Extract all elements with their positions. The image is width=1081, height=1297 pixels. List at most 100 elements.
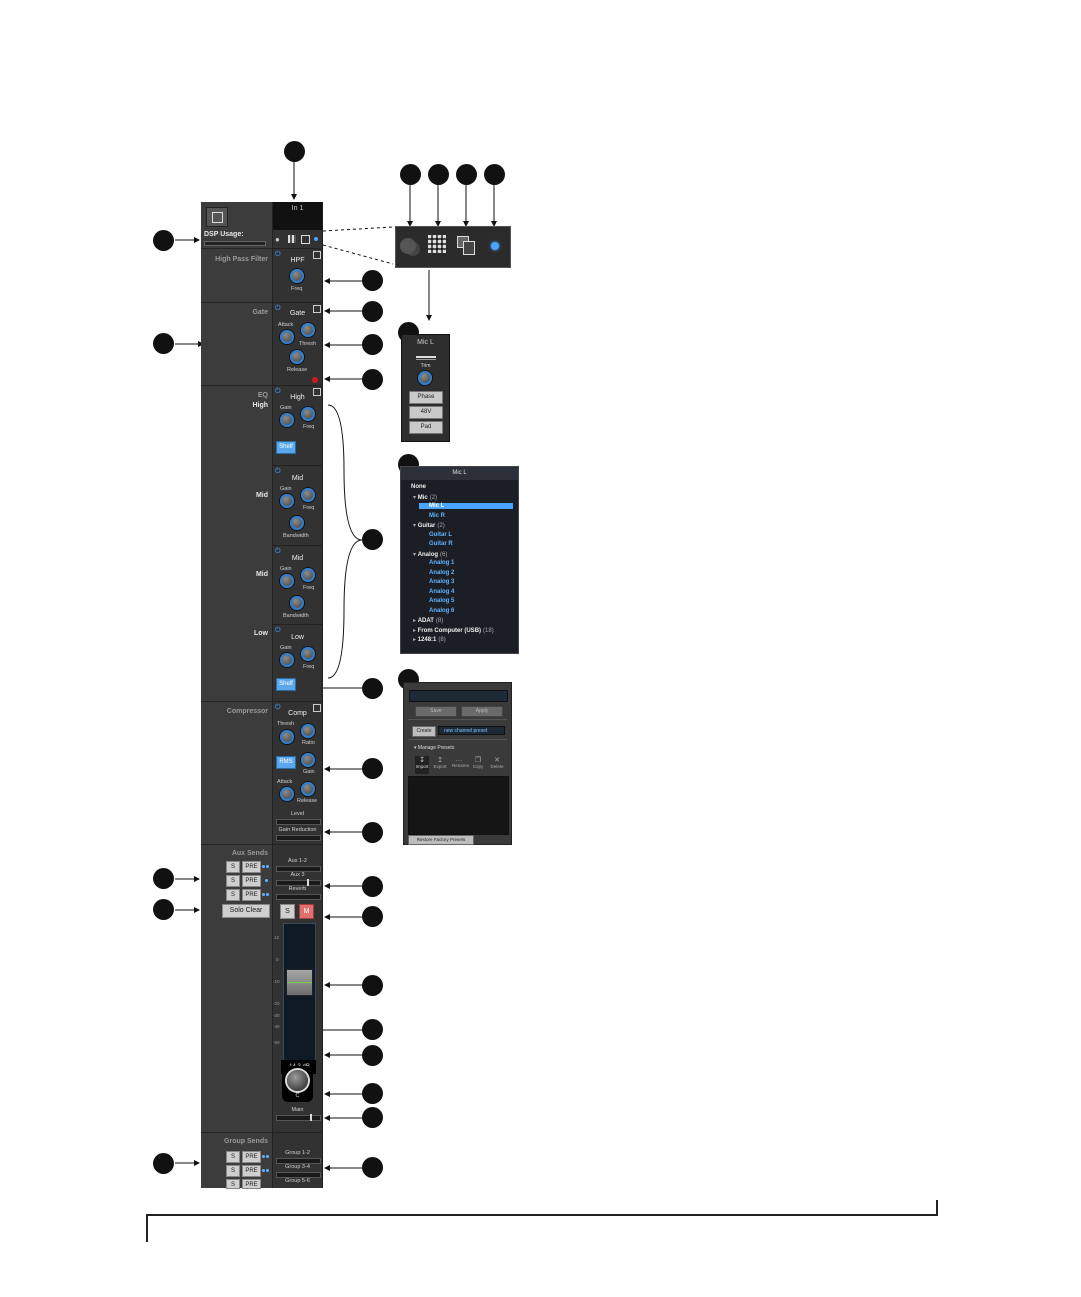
- eq-high-shelf-button[interactable]: Shelf: [276, 441, 296, 454]
- eq-power-icon[interactable]: ⏻: [275, 388, 281, 395]
- preset-apply-button[interactable]: Apply: [461, 706, 503, 717]
- source-item[interactable]: Analog 4: [429, 589, 454, 595]
- input-link-icon[interactable]: [400, 238, 416, 254]
- new-preset-name-input[interactable]: new channel preset: [438, 726, 505, 735]
- copy-preset-button[interactable]: ❐Copy: [472, 757, 484, 769]
- solo-button[interactable]: S: [280, 904, 295, 919]
- aux-solo-button[interactable]: S: [226, 889, 240, 901]
- group-pre-button[interactable]: PRE: [242, 1179, 261, 1189]
- hpf-freq-knob[interactable]: [290, 269, 304, 283]
- group-send-slider[interactable]: [276, 1158, 321, 1164]
- pan-box[interactable]: C: [282, 1066, 313, 1102]
- group-solo-button[interactable]: S: [226, 1151, 240, 1163]
- collapse-arrow-icon[interactable]: ▾: [413, 494, 418, 501]
- eq-low-freq-knob[interactable]: [301, 647, 315, 661]
- input-link-icon[interactable]: ●: [275, 235, 280, 244]
- source-item[interactable]: Analog 3: [429, 579, 454, 585]
- eq-mid1-bandwidth-knob[interactable]: [290, 516, 304, 530]
- source-group[interactable]: None: [411, 484, 426, 490]
- phantom-48v-button[interactable]: 48V: [409, 406, 443, 419]
- gate-thresh-knob[interactable]: [301, 323, 315, 337]
- expand-arrow-icon[interactable]: ▸: [413, 618, 418, 624]
- source-item[interactable]: Analog 6: [429, 608, 454, 614]
- eq-mid2-freq-knob[interactable]: [301, 568, 315, 582]
- source-group[interactable]: ▾ Mic(2): [413, 494, 437, 501]
- source-item-selected[interactable]: Mic L: [419, 503, 513, 509]
- solo-clear-button[interactable]: Solo Clear: [222, 904, 270, 918]
- aux-solo-button[interactable]: S: [226, 861, 240, 873]
- volume-fader-cap[interactable]: [286, 969, 313, 996]
- collapse-arrow-icon[interactable]: ▾: [413, 523, 418, 529]
- source-group[interactable]: ▾ Guitar(2): [413, 522, 445, 529]
- eq-low-shelf-button[interactable]: Shelf: [276, 678, 296, 691]
- aux-pre-button[interactable]: PRE: [242, 875, 261, 887]
- aux-send-slider[interactable]: [276, 894, 321, 900]
- mute-button[interactable]: M: [299, 904, 314, 919]
- pan-knob[interactable]: [287, 1070, 308, 1091]
- source-item[interactable]: Guitar R: [429, 541, 453, 547]
- channel-preset-icon[interactable]: [301, 235, 310, 244]
- channel-name-box[interactable]: In 1: [273, 202, 322, 230]
- group-solo-button[interactable]: S: [226, 1179, 240, 1189]
- gate-power-icon[interactable]: ⏻: [275, 305, 281, 312]
- aux-send-slider[interactable]: [276, 879, 321, 886]
- eq-high-freq-knob[interactable]: [301, 407, 315, 421]
- expand-arrow-icon[interactable]: ▸: [413, 637, 418, 643]
- phase-button[interactable]: Phase: [409, 391, 443, 404]
- volume-fader-track[interactable]: [283, 923, 316, 1062]
- eq-mid2-power-icon[interactable]: ⏻: [275, 548, 281, 555]
- rename-preset-button[interactable]: …Rename: [452, 756, 470, 768]
- group-pre-button[interactable]: PRE: [242, 1151, 261, 1163]
- source-group[interactable]: ▸ 1248:1(8): [413, 636, 446, 643]
- source-group[interactable]: ▾ Analog(6): [413, 551, 447, 558]
- gate-expand-icon[interactable]: [313, 305, 321, 313]
- eq-mid2-bandwidth-knob[interactable]: [290, 596, 304, 610]
- eq-low-gain-knob[interactable]: [280, 653, 294, 667]
- delete-preset-button[interactable]: ✕Delete: [490, 757, 504, 769]
- aux-send-thumb[interactable]: [307, 879, 309, 886]
- comp-gain-knob[interactable]: [301, 753, 315, 767]
- manage-presets-toggle[interactable]: ▾ Manage Presets: [414, 745, 455, 751]
- aux-pre-button[interactable]: PRE: [242, 861, 261, 873]
- comp-release-knob[interactable]: [301, 782, 315, 796]
- group-pre-button[interactable]: PRE: [242, 1165, 261, 1177]
- collapse-arrow-icon[interactable]: ▾: [413, 551, 418, 558]
- eq-expand-icon[interactable]: [313, 388, 321, 396]
- preset-list[interactable]: [408, 776, 509, 835]
- gate-release-knob[interactable]: [290, 350, 304, 364]
- aux-pre-button[interactable]: PRE: [242, 889, 261, 901]
- eq-mid1-freq-knob[interactable]: [301, 488, 315, 502]
- hpf-expand-icon[interactable]: [313, 251, 321, 259]
- eq-low-power-icon[interactable]: ⏻: [275, 627, 281, 634]
- input-matrix-icon[interactable]: [428, 235, 446, 253]
- main-send-thumb[interactable]: [310, 1114, 312, 1121]
- gate-attack-knob[interactable]: [280, 330, 294, 344]
- comp-attack-knob[interactable]: [280, 787, 294, 801]
- preset-save-button[interactable]: Save: [415, 706, 457, 717]
- comp-expand-icon[interactable]: [313, 704, 321, 712]
- expand-arrow-icon[interactable]: ▸: [413, 627, 418, 634]
- preset-create-button[interactable]: Create: [412, 726, 436, 737]
- aux-solo-button[interactable]: S: [226, 875, 240, 887]
- comp-rms-button[interactable]: RMS: [276, 756, 296, 769]
- comp-power-icon[interactable]: ⏻: [275, 704, 281, 711]
- group-solo-button[interactable]: S: [226, 1165, 240, 1177]
- import-preset-button[interactable]: ↧Import: [415, 756, 429, 774]
- aux-send-slider[interactable]: [276, 866, 321, 872]
- input-matrix-icon[interactable]: [288, 235, 296, 243]
- export-preset-button[interactable]: ↥Export: [433, 757, 447, 769]
- pad-button[interactable]: Pad: [409, 421, 443, 434]
- source-item[interactable]: Analog 1: [429, 560, 454, 566]
- source-item[interactable]: Mic R: [429, 513, 445, 519]
- comp-thresh-knob[interactable]: [280, 730, 294, 744]
- source-item[interactable]: Analog 2: [429, 570, 454, 576]
- eq-mid1-gain-knob[interactable]: [280, 494, 294, 508]
- comp-ratio-knob[interactable]: [301, 724, 315, 738]
- mic-trim-knob[interactable]: [418, 371, 432, 385]
- preset-manager-button[interactable]: [206, 207, 228, 227]
- source-group[interactable]: ▸ ADAT(8): [413, 617, 443, 624]
- preset-name-field[interactable]: [409, 690, 508, 702]
- eq-high-gain-knob[interactable]: [280, 413, 294, 427]
- source-item[interactable]: Guitar L: [429, 532, 452, 538]
- restore-factory-presets-button[interactable]: Restore Factory Presets: [408, 835, 474, 845]
